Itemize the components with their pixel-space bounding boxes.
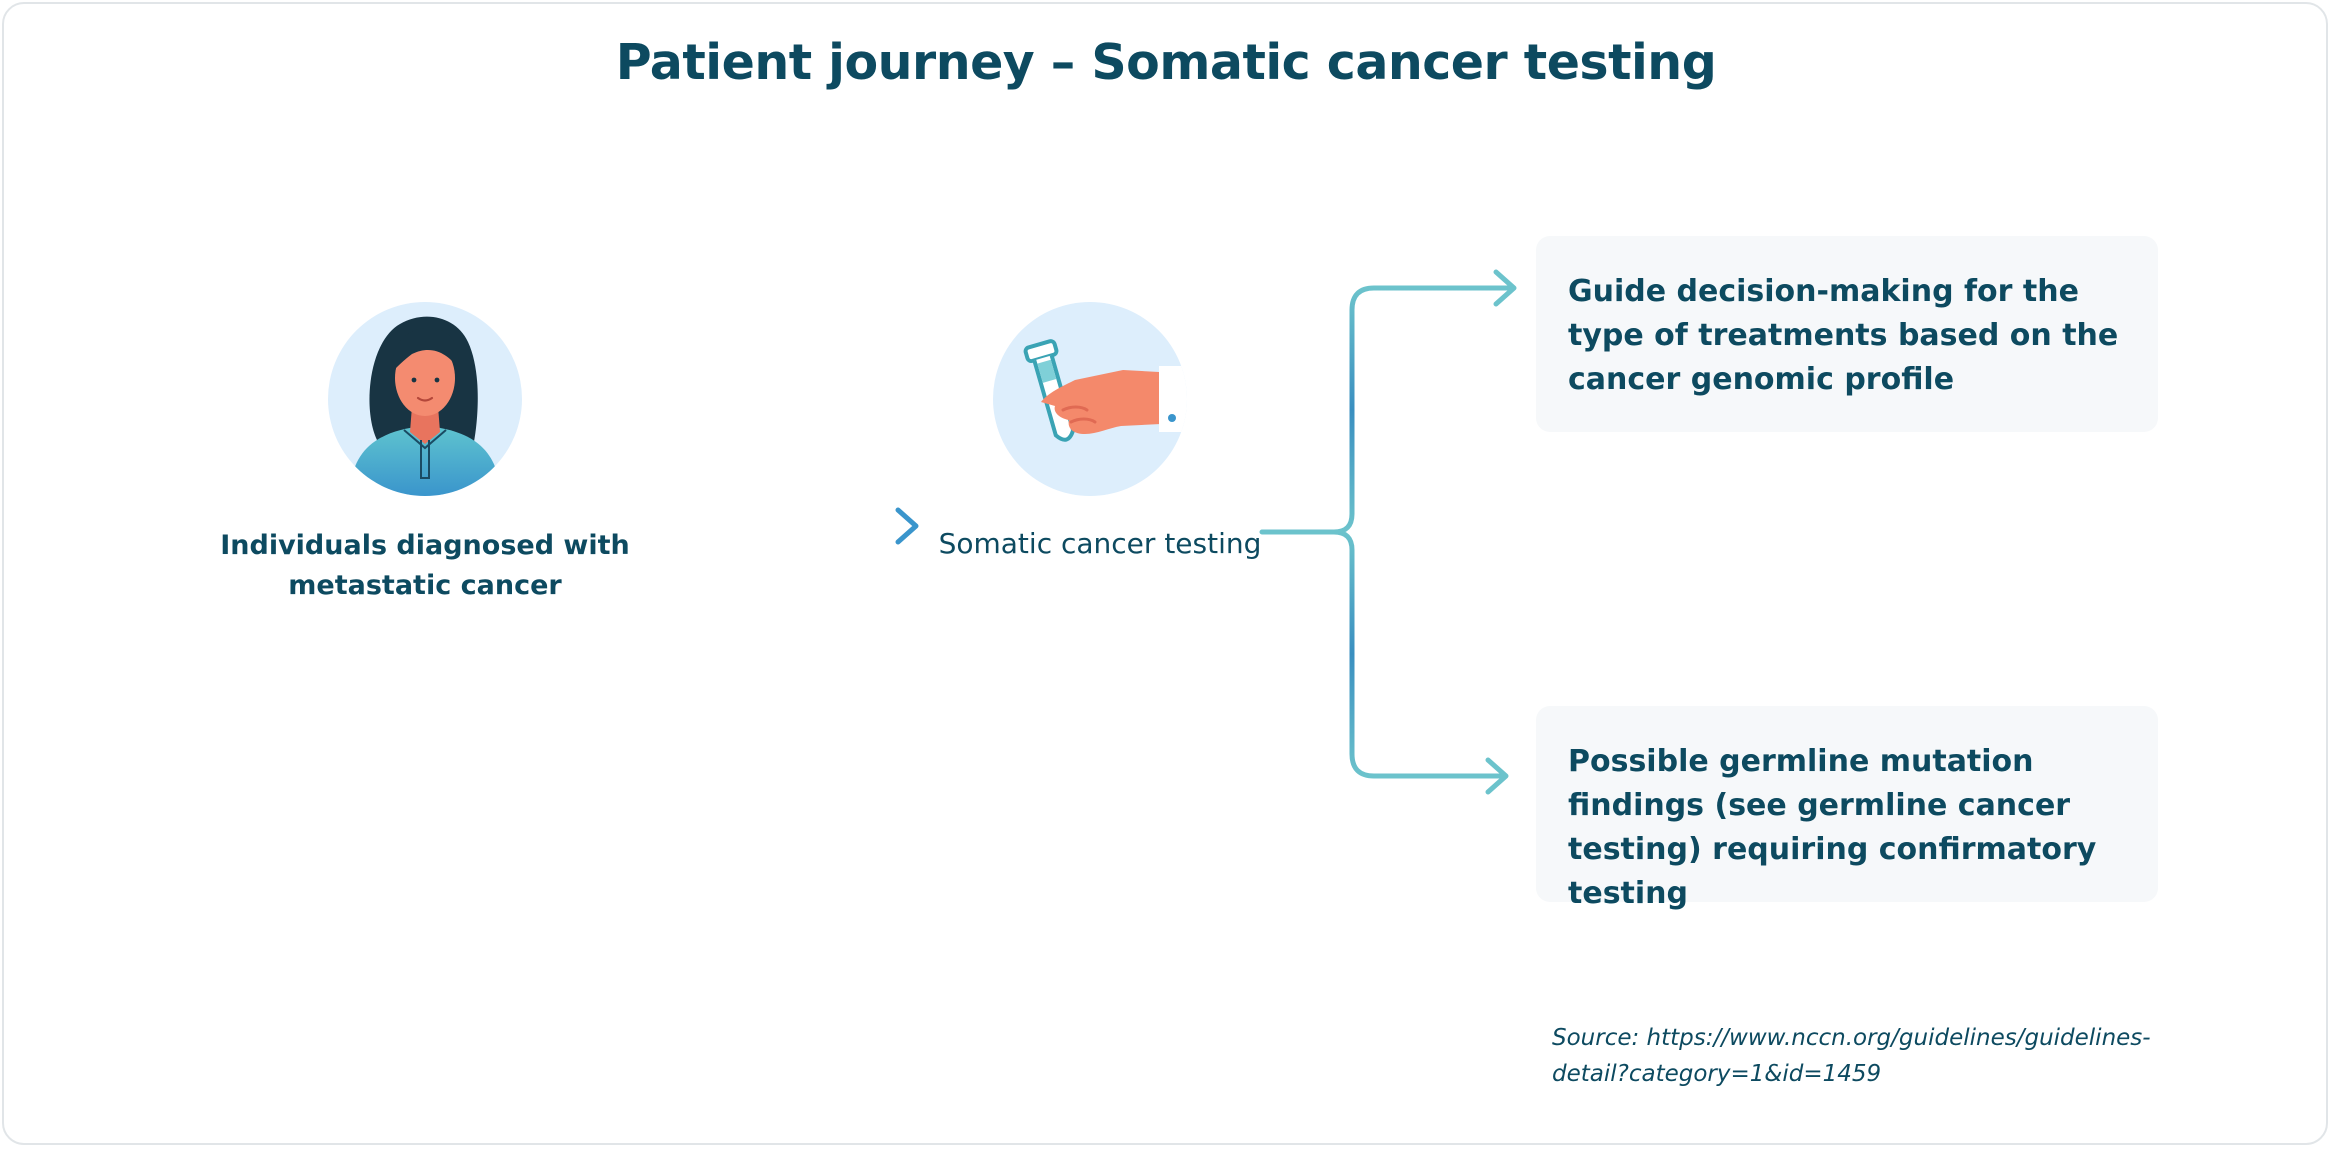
outcome-card-treatment-guidance: Guide decision-making for the type of tr… bbox=[1536, 236, 2158, 432]
outcome-text-treatment-guidance: Guide decision-making for the type of tr… bbox=[1568, 274, 2119, 397]
outcome-text-germline-findings: Possible germline mutation findings (see… bbox=[1568, 744, 2097, 911]
woman-avatar-icon bbox=[328, 302, 522, 496]
step-label-individuals: Individuals diagnosed with metastatic ca… bbox=[220, 530, 630, 601]
page-title: Patient journey – Somatic cancer testing bbox=[615, 34, 1717, 91]
source-citation: Source: https://www.nccn.org/guidelines/… bbox=[1552, 1025, 2151, 1087]
hand-holding-test-tube-icon bbox=[993, 302, 1187, 496]
step-label-somatic-testing: Somatic cancer testing bbox=[938, 527, 1262, 560]
outcome-card-germline-findings: Possible germline mutation findings (see… bbox=[1536, 706, 2158, 911]
